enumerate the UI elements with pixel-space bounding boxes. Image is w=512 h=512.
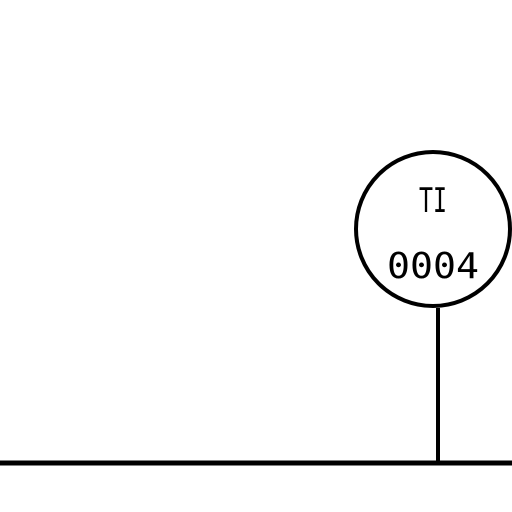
instrument-function-code: TI: [419, 181, 447, 221]
instrument-loop-number: 0004: [387, 246, 479, 287]
instrument-bubble[interactable]: [354, 150, 512, 308]
